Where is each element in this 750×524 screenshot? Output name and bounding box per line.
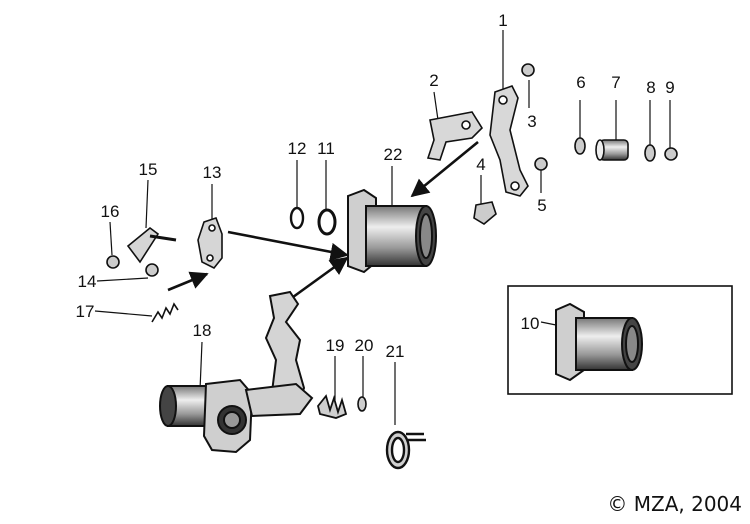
arrow-link-to-collar <box>227 230 349 261</box>
part-2-bracket <box>426 111 484 161</box>
label-22: 22 <box>383 145 403 164</box>
label-5: 5 <box>537 196 547 215</box>
part-22-collar <box>347 188 437 274</box>
label-12: 12 <box>287 139 307 158</box>
part-19-spring <box>317 394 348 419</box>
label-18: 18 <box>192 321 212 340</box>
label-9: 9 <box>665 78 675 97</box>
label-6: 6 <box>576 73 586 92</box>
label-14: 14 <box>77 272 97 291</box>
label-17: 17 <box>75 302 95 321</box>
part-16-nut <box>106 255 120 269</box>
part-1-lever <box>489 85 529 197</box>
part-4-screw <box>473 201 497 225</box>
part-7-bushing <box>595 139 629 161</box>
label-1: 1 <box>498 11 508 30</box>
label-7: 7 <box>611 73 621 92</box>
arrow-spring-to-link <box>167 271 209 292</box>
label-20: 20 <box>354 336 374 355</box>
part-14-nut <box>145 263 159 277</box>
part-6-washer <box>574 137 586 155</box>
label-21: 21 <box>385 342 405 361</box>
label-15: 15 <box>138 160 158 179</box>
part-5-nut <box>534 157 548 171</box>
label-11: 11 <box>317 139 335 158</box>
copyright-notice: © MZA, 2004 <box>607 492 742 516</box>
leader-lines <box>94 30 671 425</box>
label-4: 4 <box>476 155 486 174</box>
label-19: 19 <box>325 336 345 355</box>
part-12-ring <box>289 206 305 230</box>
label-8: 8 <box>646 78 656 97</box>
part-20-washer <box>357 396 367 412</box>
arrow-lever-to-collar <box>410 140 479 198</box>
part-11-ring <box>317 208 337 236</box>
part-8-washer <box>644 144 656 162</box>
label-10: 10 <box>520 314 540 333</box>
part-15-pin <box>126 226 177 264</box>
part-18-shift-fork <box>159 290 314 454</box>
inset-frame <box>507 285 733 395</box>
part-3-nut <box>521 63 535 77</box>
part-21-clip <box>385 430 426 470</box>
part-13-link <box>197 216 223 270</box>
label-13: 13 <box>202 163 222 182</box>
part-9-nut <box>664 147 678 161</box>
label-16: 16 <box>100 202 120 221</box>
label-2: 2 <box>429 71 439 90</box>
label-3: 3 <box>527 112 537 131</box>
part-17-spring <box>151 302 179 323</box>
part-10-collar-assembly <box>555 302 643 382</box>
